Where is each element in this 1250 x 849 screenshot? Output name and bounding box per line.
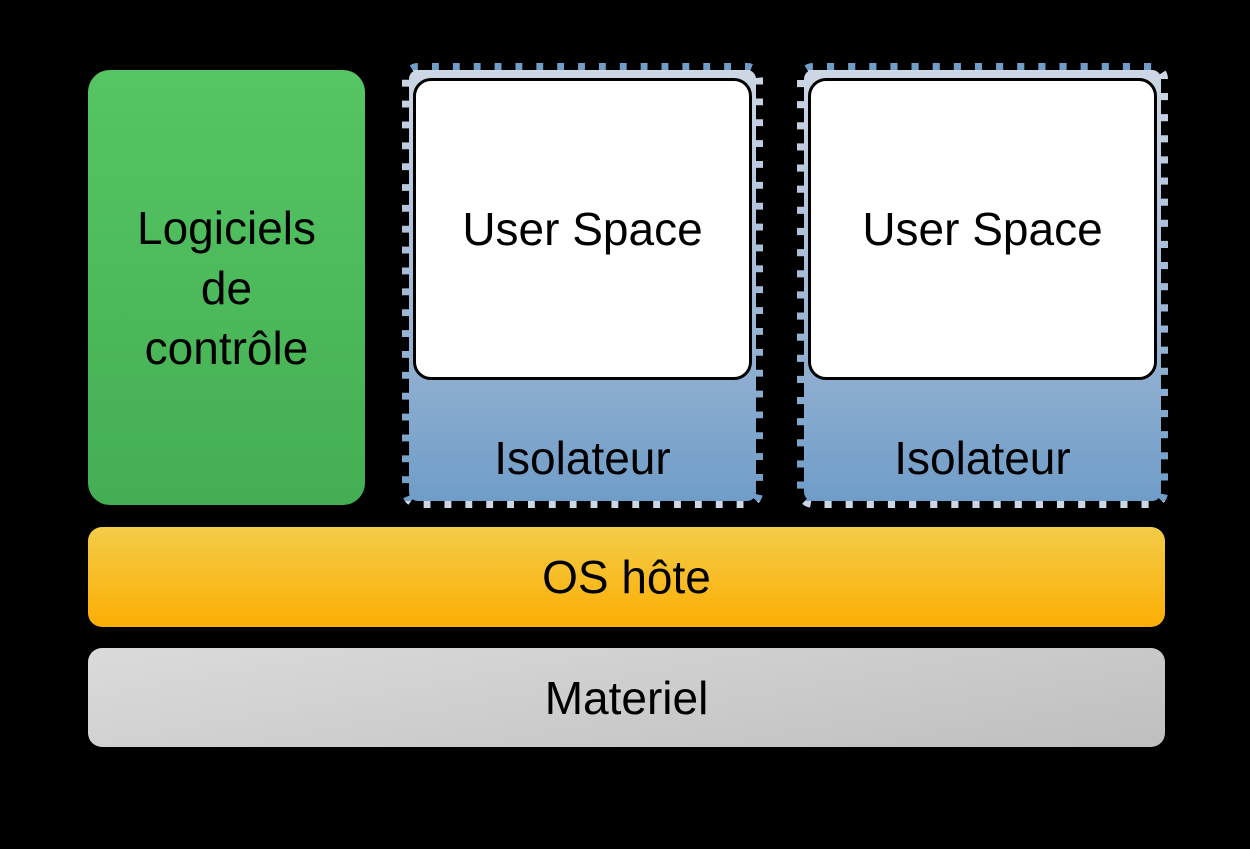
user-space-box-1: User Space (413, 78, 752, 380)
os-host-bar: OS hôte (88, 527, 1165, 627)
control-software-box: Logiciels de contrôle (88, 70, 365, 505)
isolator-label-text: Isolateur (894, 431, 1071, 484)
hardware-label: Materiel (544, 671, 709, 724)
isolator-container-1: User Space Isolateur (402, 63, 763, 508)
isolator-label-2: Isolateur (804, 380, 1161, 501)
user-space-label: User Space (862, 203, 1103, 255)
isolator-label-1: Isolateur (409, 380, 756, 501)
control-software-label-line: Logiciels (137, 201, 316, 254)
hardware-bar: Materiel (88, 648, 1165, 747)
isolator-container-2: User Space Isolateur (797, 63, 1168, 508)
os-host-label: OS hôte (542, 551, 711, 603)
isolator-label-text: Isolateur (494, 431, 671, 484)
control-software-label: Logiciels de contrôle (137, 198, 316, 378)
user-space-box-2: User Space (808, 78, 1157, 380)
control-software-label-line: contrôle (144, 321, 309, 374)
user-space-label: User Space (462, 203, 703, 255)
control-software-label-line: de (200, 261, 253, 314)
